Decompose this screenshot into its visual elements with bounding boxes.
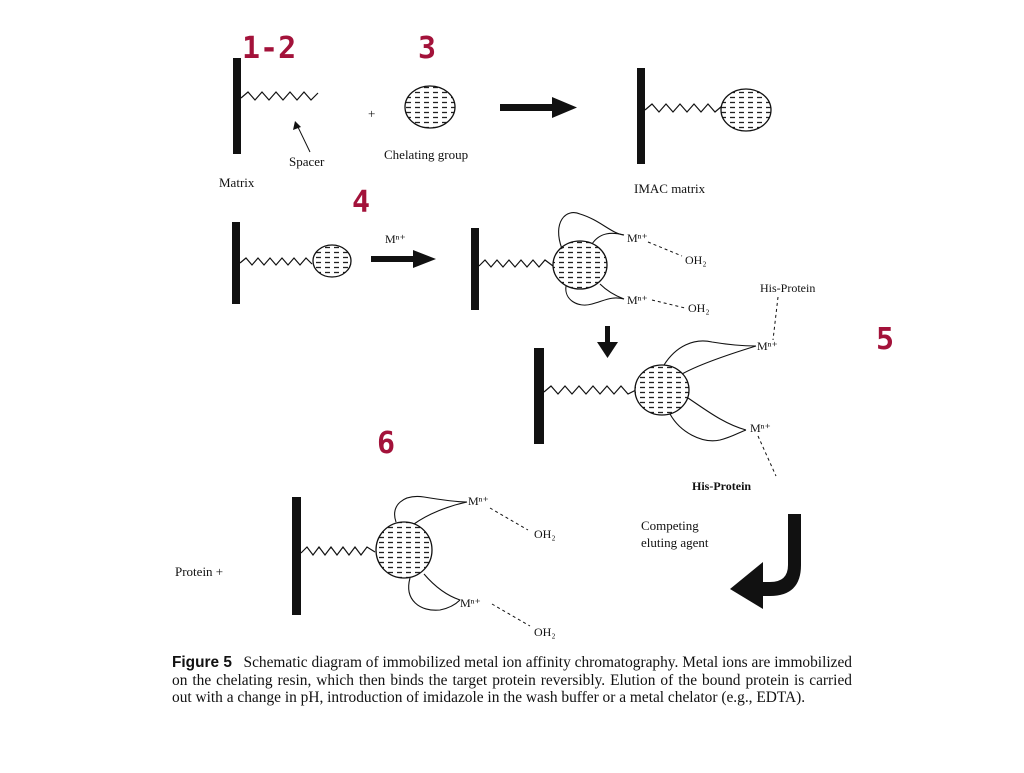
elution-curved-arrow — [730, 514, 801, 609]
metal-ion-label-bottom: Mⁿ⁺ — [627, 293, 648, 307]
metal-ion-label-bound-top: Mⁿ⁺ — [757, 339, 778, 353]
protein-bound-resin — [534, 340, 777, 477]
metal-ion-label-eluted-bottom: Mⁿ⁺ — [460, 596, 481, 610]
competing-agent-label-line2: eluting agent — [641, 535, 709, 550]
reaction-arrow-2 — [371, 250, 436, 268]
metal-ion-label-eluted-top: Mⁿ⁺ — [468, 494, 489, 508]
protein-released-label: Protein + — [175, 564, 223, 579]
metal-loaded-resin — [471, 212, 686, 310]
step-label-1-2: 1-2 — [242, 31, 296, 66]
figure-caption: Figure 5 Schematic diagram of immobilize… — [172, 654, 852, 707]
matrix-with-spacer — [233, 58, 319, 154]
his-protein-label-bottom: His-Protein — [692, 479, 751, 493]
water-label-eluted-top: OH₂ — [534, 527, 556, 541]
reaction-arrow-1 — [500, 97, 577, 118]
step-label-6: 6 — [377, 426, 395, 461]
imac-matrix-small — [232, 222, 352, 304]
water-label-bottom: OH₂ — [688, 301, 710, 315]
water-label-eluted-bottom: OH₂ — [534, 625, 556, 639]
imac-matrix — [637, 68, 772, 164]
metal-ion-label-bound-bottom: Mⁿ⁺ — [750, 421, 771, 435]
step-label-3: 3 — [418, 31, 436, 66]
metal-ion-label-top: Mⁿ⁺ — [627, 231, 648, 245]
step-label-4: 4 — [352, 185, 370, 220]
figure-caption-label: Figure 5 — [172, 654, 232, 671]
plus-sign: + — [368, 106, 375, 121]
metal-ion-reagent-label: Mⁿ⁺ — [385, 232, 406, 246]
matrix-label: Matrix — [219, 175, 255, 190]
step-label-5: 5 — [876, 322, 894, 357]
spacer-arrow — [293, 121, 311, 153]
his-protein-label-top: His-Protein — [760, 281, 815, 295]
regenerated-resin — [292, 495, 531, 627]
reaction-arrow-down — [597, 326, 618, 358]
spacer-label: Spacer — [289, 154, 325, 169]
chelating-group-sphere — [404, 85, 456, 129]
his-binding-dashes-top — [772, 296, 779, 341]
figure-caption-text: Schematic diagram of immobilized metal i… — [172, 654, 852, 707]
imac-matrix-label: IMAC matrix — [634, 181, 706, 196]
chelating-group-label: Chelating group — [384, 147, 468, 162]
competing-agent-label-line1: Competing — [641, 518, 699, 533]
water-label-top: OH₂ — [685, 253, 707, 267]
